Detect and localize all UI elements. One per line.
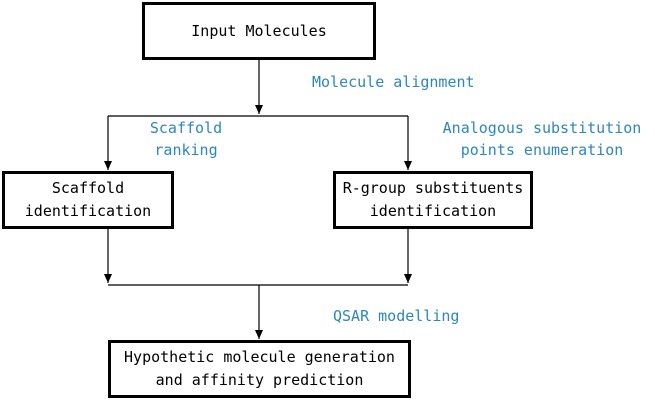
scaffold-identification-box: Scaffold identification	[2, 171, 174, 229]
substitution-enumeration-line2: points enumeration	[460, 141, 624, 159]
scaffold-ranking-line1: Scaffold	[149, 119, 223, 137]
rgroup-identification-line1: R-group substituents	[342, 179, 524, 197]
qsar-modelling-label: QSAR modelling	[333, 307, 460, 325]
substitution-enumeration-annotation: Analogous substitution points enumeratio…	[434, 117, 650, 161]
rgroup-identification-box: R-group substituents identification	[333, 171, 533, 229]
substitution-enumeration-line1: Analogous substitution	[442, 119, 642, 137]
scaffold-identification-line2: identification	[24, 202, 152, 220]
rgroup-identification-line2: identification	[369, 202, 497, 220]
input-molecules-label: Input Molecules	[191, 21, 327, 40]
qsar-modelling-annotation: QSAR modelling	[333, 305, 459, 327]
output-prediction-line1: Hypothetic molecule generation	[124, 348, 395, 366]
output-prediction-box: Hypothetic molecule generation and affin…	[108, 340, 411, 398]
output-prediction-line2: and affinity prediction	[155, 371, 364, 389]
scaffold-ranking-line2: ranking	[154, 141, 218, 159]
scaffold-ranking-annotation: Scaffold ranking	[140, 117, 232, 161]
molecule-alignment-annotation: Molecule alignment	[312, 71, 475, 93]
input-molecules-box: Input Molecules	[142, 2, 376, 60]
molecule-alignment-label: Molecule alignment	[312, 73, 475, 91]
scaffold-identification-line1: Scaffold	[51, 179, 125, 197]
